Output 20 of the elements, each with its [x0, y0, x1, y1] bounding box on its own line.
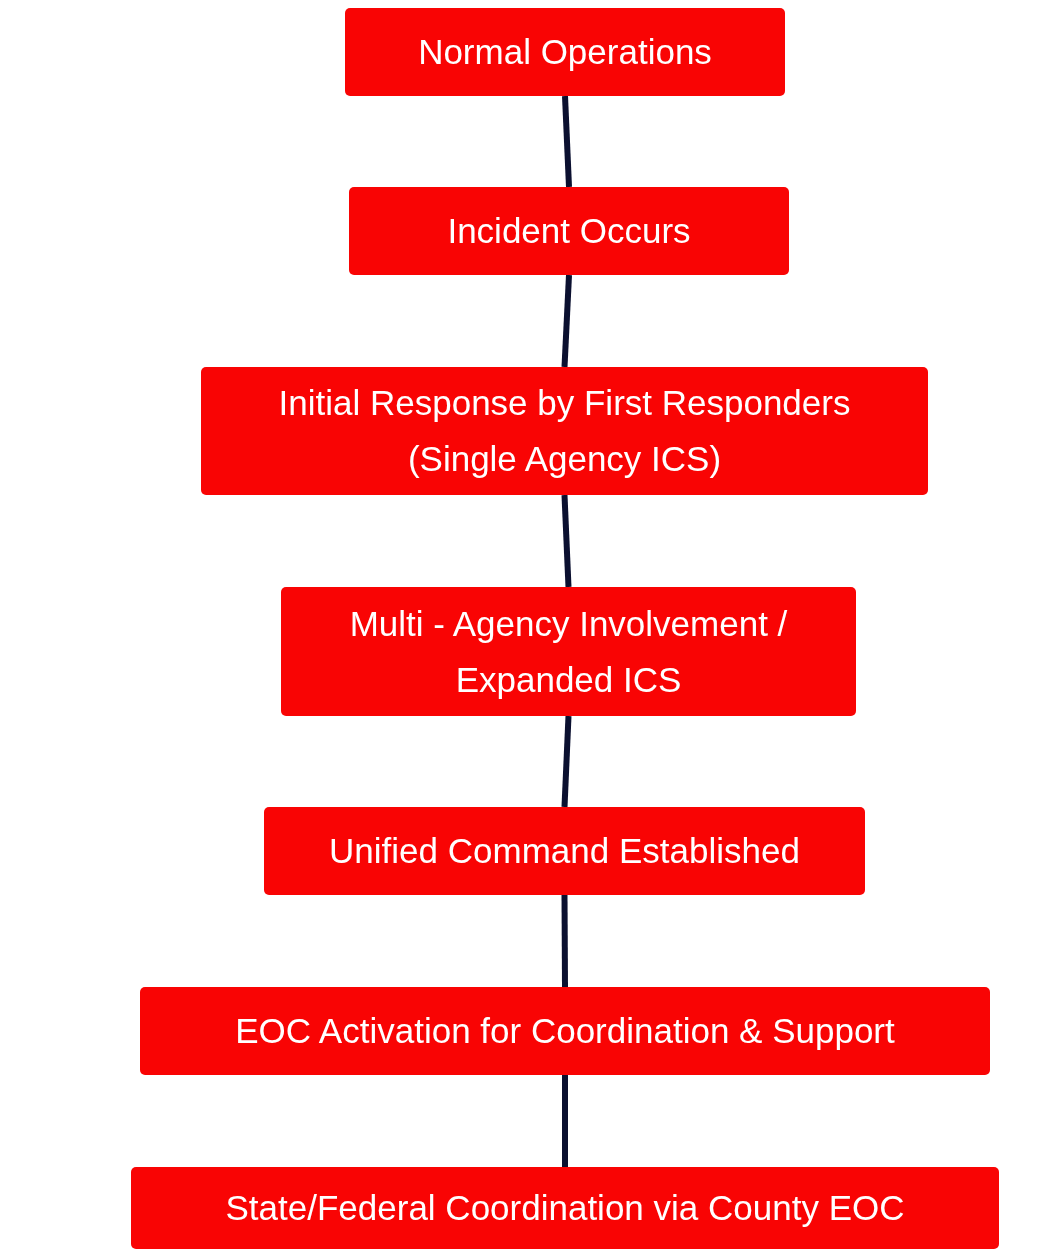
step-label: Normal Operations — [418, 31, 712, 73]
process-box — [345, 8, 785, 96]
connector-line — [561, 894, 568, 988]
connector-line — [562, 1075, 568, 1167]
step-label: Initial Response by First Responders (Single Agency ICS) — [277, 382, 852, 480]
process-box — [140, 987, 990, 1075]
step-label: Incident Occurs — [447, 210, 691, 252]
connector-line — [561, 274, 572, 368]
process-box — [349, 187, 789, 275]
step-label: State/Federal Coordination via County EOC — [225, 1187, 905, 1229]
process-box — [264, 807, 865, 895]
connector-line — [561, 715, 572, 808]
connector-line — [562, 95, 572, 188]
process-box — [201, 367, 928, 495]
step-label: Multi - Agency Involvement / Expanded ICS — [348, 602, 789, 701]
step-label: EOC Activation for Coordination & Support — [235, 1010, 895, 1052]
step-label: Unified Command Established — [329, 830, 800, 872]
process-box — [281, 587, 856, 716]
connector-line — [561, 494, 572, 588]
process-box — [131, 1167, 999, 1249]
